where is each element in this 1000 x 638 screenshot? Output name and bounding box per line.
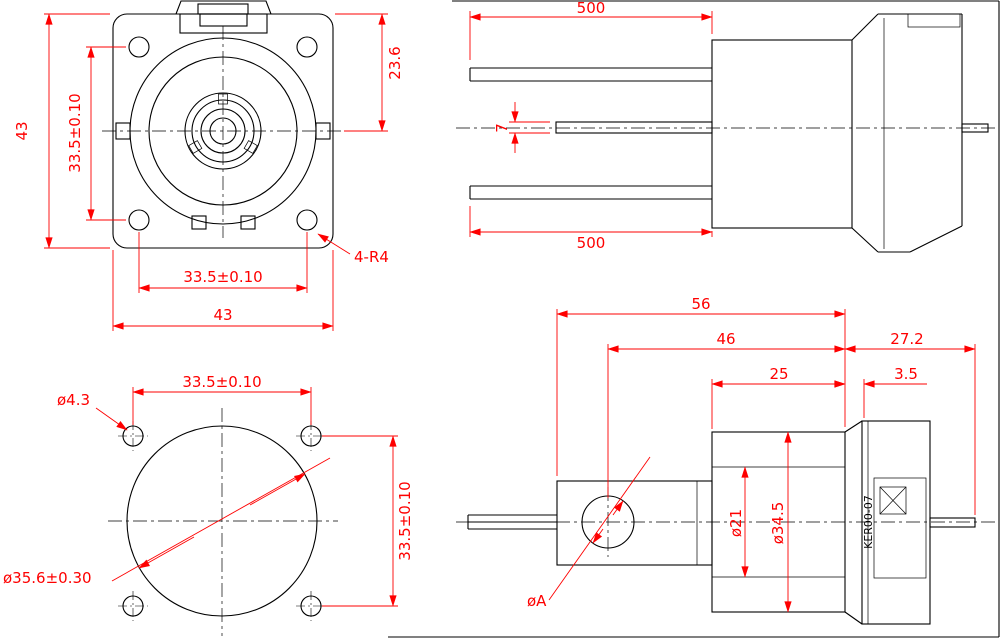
mounting-hole [296, 36, 318, 58]
rear-chamfer-top [851, 13, 879, 41]
latch-slot [179, 13, 268, 34]
keyway-box [879, 486, 907, 515]
dimension-arrow [592, 528, 604, 544]
terminal-lug [555, 121, 713, 134]
cutout-view [108, 408, 338, 636]
dim-section-rear-length: 27.2 [890, 330, 923, 348]
key-slot-right [243, 140, 258, 154]
dim-section-flange-offset: 3.5 [894, 365, 918, 383]
mounting-hole [296, 209, 318, 231]
latch-tab-inner [197, 3, 249, 15]
dim-front-corner-radius: 4-R4 [354, 248, 389, 266]
latch-tab [175, 0, 272, 15]
dim-cutout-hole-spacing-h: 33.5±0.10 [182, 373, 261, 391]
dim-side-lead-top: 500 [577, 0, 606, 17]
rear-latch-detail [907, 13, 961, 28]
contact-pin [929, 517, 976, 528]
dim-front-overall-width: 43 [213, 306, 232, 324]
dim-section-front-body-length: 25 [769, 365, 788, 383]
bottom-tab-left [191, 215, 207, 230]
dim-section-cable-dia: øA [527, 592, 547, 610]
sheet-border [388, 0, 1000, 638]
keyway-cross [879, 486, 907, 515]
rear-bottom-chamfer [909, 225, 963, 253]
dim-front-hole-spacing-h: 33.5±0.10 [183, 268, 262, 286]
section-view-dimensions: 56 46 27.2 25 3.5 ø21 ø34.5 øA [527, 295, 976, 613]
key-slot-left [188, 140, 203, 154]
front-view-dimensions: 43 33.5±0.10 23.6 33.5±0.10 43 4-R4 [13, 13, 404, 331]
side-view-dimensions: 500 7 500 [469, 0, 713, 252]
leader-line [95, 407, 128, 431]
dim-cutout-hole-dia: ø4.3 [57, 391, 90, 409]
dim-section-body-length: 46 [716, 330, 735, 348]
bottom-tab-right [240, 215, 256, 230]
dim-cutout-hole-spacing-v: 33.5±0.10 [396, 481, 414, 560]
rear-chamfer-bottom [851, 227, 879, 253]
contact-carrier [873, 477, 927, 579]
dim-section-body-dia: ø34.5 [769, 502, 787, 545]
side-view [456, 13, 998, 253]
dim-front-overall-height: 43 [13, 121, 31, 140]
section-view: KER00-07 [456, 420, 998, 625]
dimension-arrow [138, 536, 195, 569]
leader-line [317, 233, 351, 255]
latch-button [199, 13, 248, 27]
dim-section-inner-dia: ø21 [727, 509, 745, 537]
dim-side-lead-bottom: 500 [577, 234, 606, 252]
dim-cutout-dia: ø35.6±0.30 [3, 569, 92, 587]
flange-chamfer-bottom [844, 611, 863, 625]
dimension-arrow [612, 500, 624, 516]
dimension-arrow [249, 473, 306, 506]
dim-front-hole-spacing-v: 33.5±0.10 [66, 93, 84, 172]
leader-line [111, 457, 331, 582]
connector-body [711, 39, 853, 229]
dim-side-terminal-thickness: 7 [493, 123, 511, 133]
dim-section-overall-length: 56 [691, 295, 710, 313]
flange-chamfer-top [844, 420, 863, 433]
leader-line [548, 456, 651, 601]
dim-front-center-to-top: 23.6 [386, 46, 404, 79]
mounting-hole [128, 209, 150, 231]
part-marking: KER00-07 [862, 495, 875, 549]
cutout-view-dimensions: ø4.3 33.5±0.10 33.5±0.10 ø35.6±0.30 [3, 373, 414, 607]
mounting-hole [128, 36, 150, 58]
front-view [102, 0, 344, 249]
